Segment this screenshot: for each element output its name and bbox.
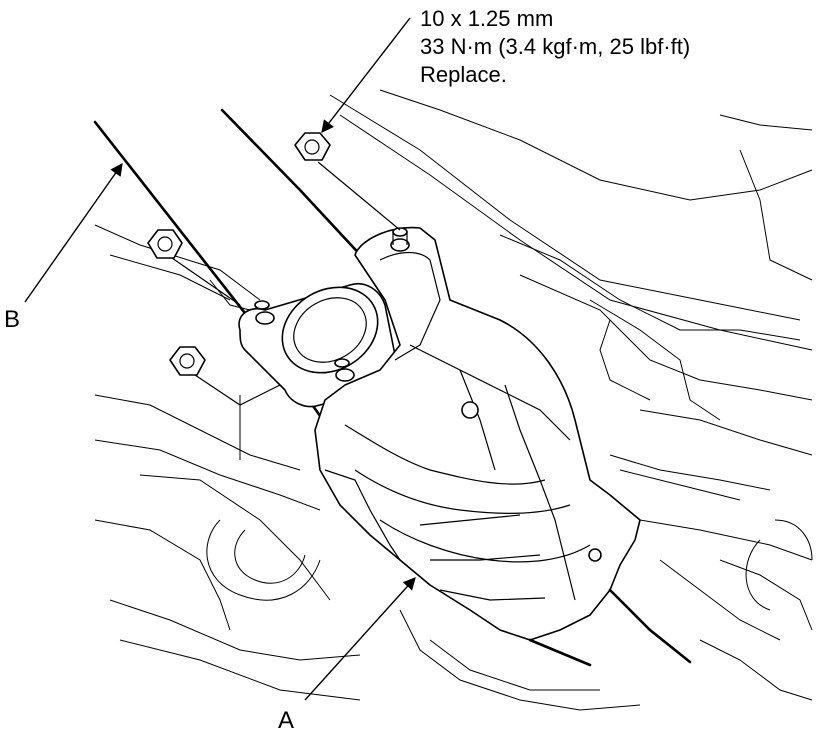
nut-alignment-lines — [171, 161, 401, 406]
flange-stud-left — [254, 300, 275, 325]
callout-a-leader-arrow — [304, 577, 416, 701]
pipe-flange — [238, 283, 397, 408]
background-chassis — [94, 89, 813, 711]
callout-a: A — [278, 707, 294, 734]
callout-b: B — [4, 306, 20, 333]
spec-leader-arrow — [321, 17, 411, 133]
flange-nut-left-upper — [147, 229, 183, 259]
callout-b-leader-arrow — [24, 162, 123, 303]
exhaust-pipe-lower — [528, 588, 692, 667]
spec-replace-note: Replace. — [420, 62, 507, 87]
spec-size: 10 x 1.25 mm — [420, 6, 553, 31]
flange-stud-top — [390, 227, 410, 252]
spec-torque: 33 N·m (3.4 kgf·m, 25 lbf·ft) — [420, 34, 690, 59]
flange-nut-left-lower — [169, 346, 206, 376]
flange-nut-top — [294, 132, 331, 161]
flange-stud-bottom — [334, 358, 355, 382]
catalytic-converter — [314, 226, 641, 641]
